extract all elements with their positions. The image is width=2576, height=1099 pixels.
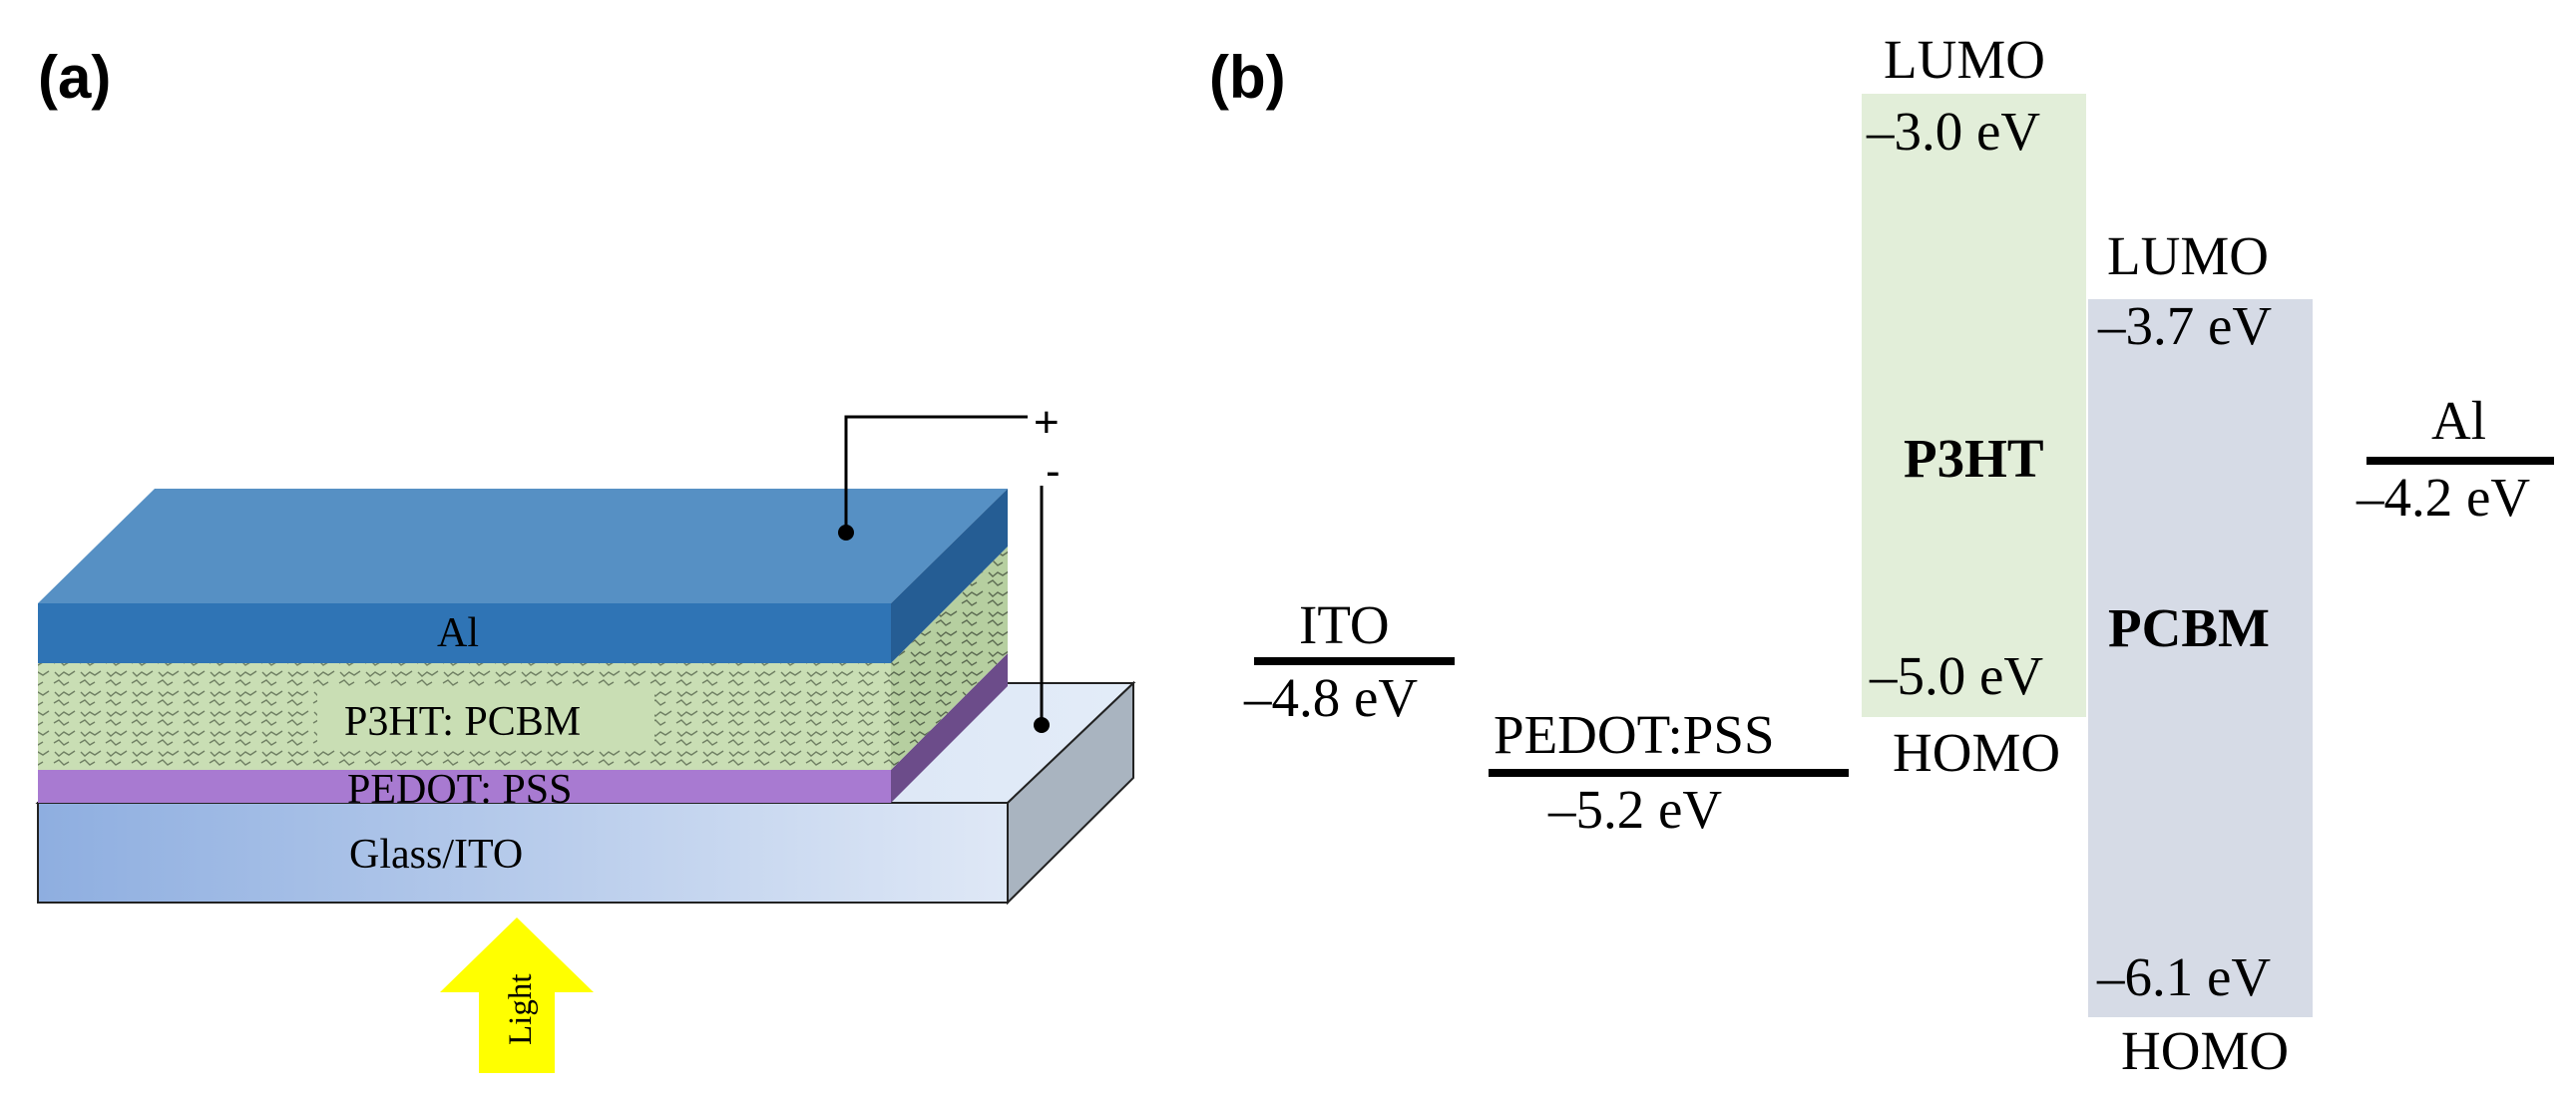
p3ht-homo-label: HOMO: [1893, 722, 2060, 783]
al-name: Al: [2431, 390, 2486, 451]
panel-b-label: (b): [1209, 44, 1286, 111]
positive-contact-dot: [838, 525, 854, 541]
pedot-front-face: [38, 770, 891, 803]
al-front-face: [38, 603, 891, 663]
pcbm-homo-label: HOMO: [2121, 1020, 2289, 1081]
pcbm-lumo-label: LUMO: [2107, 225, 2269, 286]
panel-a-label: (a): [38, 44, 111, 111]
pcbm-name: PCBM: [2108, 597, 2270, 658]
pedot-level-value: –5.2 eV: [1547, 779, 1722, 840]
p3ht-band: [1862, 94, 2086, 717]
substrate-label: Glass/ITO: [349, 832, 523, 878]
ito-name: ITO: [1299, 594, 1390, 655]
substrate-front-face: [37, 802, 1009, 904]
al-side-face: [891, 489, 1008, 663]
al-layer-label: Al: [437, 610, 479, 656]
negative-contact-dot: [1034, 717, 1050, 733]
negative-terminal-sign: -: [1046, 447, 1061, 496]
light-arrow-label: Light: [503, 974, 539, 1046]
active-label-box: [317, 688, 654, 750]
energy-level-diagram: ITO –4.8 eV PEDOT:PSS –5.2 eV LUMO –3.0 …: [1243, 29, 2554, 1081]
ito-level-value: –4.8 eV: [1243, 667, 1418, 728]
al-top-face: [38, 489, 1008, 603]
pcbm-lumo-value: –3.7 eV: [2097, 295, 2272, 356]
al-level-value: –4.2 eV: [2356, 467, 2530, 528]
p3ht-lumo-value: –3.0 eV: [1866, 101, 2040, 162]
pedot-name: PEDOT:PSS: [1494, 704, 1775, 765]
p3ht-homo-value: –5.0 eV: [1869, 645, 2043, 706]
pedot-layer-label: PEDOT: PSS: [347, 767, 572, 813]
p3ht-name: P3HT: [1904, 428, 2044, 489]
active-layer-label: P3HT: PCBM: [344, 699, 581, 745]
pcbm-homo-value: –6.1 eV: [2096, 946, 2271, 1007]
positive-wire: [844, 415, 1028, 533]
active-side-face: [891, 547, 1008, 770]
positive-terminal-sign: +: [1034, 398, 1060, 447]
pedot-side-face: [891, 653, 1008, 803]
pcbm-band: [2088, 299, 2313, 1017]
light-arrow: [440, 917, 594, 1073]
p3ht-lumo-label: LUMO: [1884, 29, 2045, 90]
device-schematic: Glass/ITO PEDOT: PSS P3HT: PCBM Al + - L…: [35, 398, 1136, 1073]
